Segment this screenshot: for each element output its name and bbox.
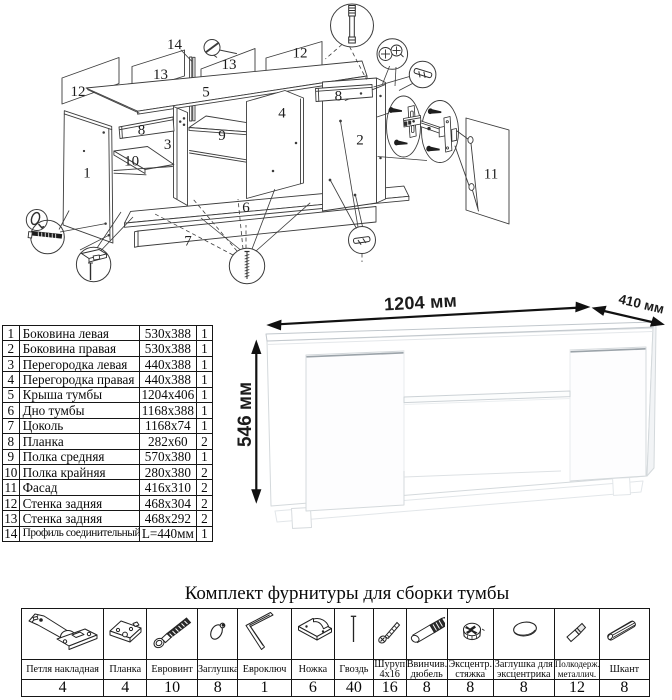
svg-text:4: 4: [278, 105, 286, 121]
svg-text:12: 12: [293, 45, 308, 61]
svg-text:9: 9: [218, 128, 226, 144]
svg-text:10: 10: [124, 154, 139, 170]
svg-text:1: 1: [83, 165, 91, 181]
svg-text:3: 3: [164, 137, 172, 153]
svg-text:7: 7: [184, 233, 192, 249]
svg-text:546 мм: 546 мм: [235, 382, 256, 447]
svg-text:2: 2: [356, 132, 364, 148]
svg-text:6: 6: [242, 200, 250, 216]
svg-text:1204 мм: 1204 мм: [383, 290, 457, 314]
svg-text:8: 8: [335, 88, 343, 104]
svg-text:12: 12: [71, 84, 86, 100]
svg-text:13: 13: [153, 67, 168, 83]
svg-text:14: 14: [167, 37, 183, 53]
svg-text:11: 11: [484, 166, 498, 182]
svg-text:410 мм: 410 мм: [617, 291, 665, 316]
svg-text:5: 5: [202, 85, 210, 101]
svg-text:13: 13: [222, 57, 237, 73]
svg-text:8: 8: [138, 122, 146, 138]
